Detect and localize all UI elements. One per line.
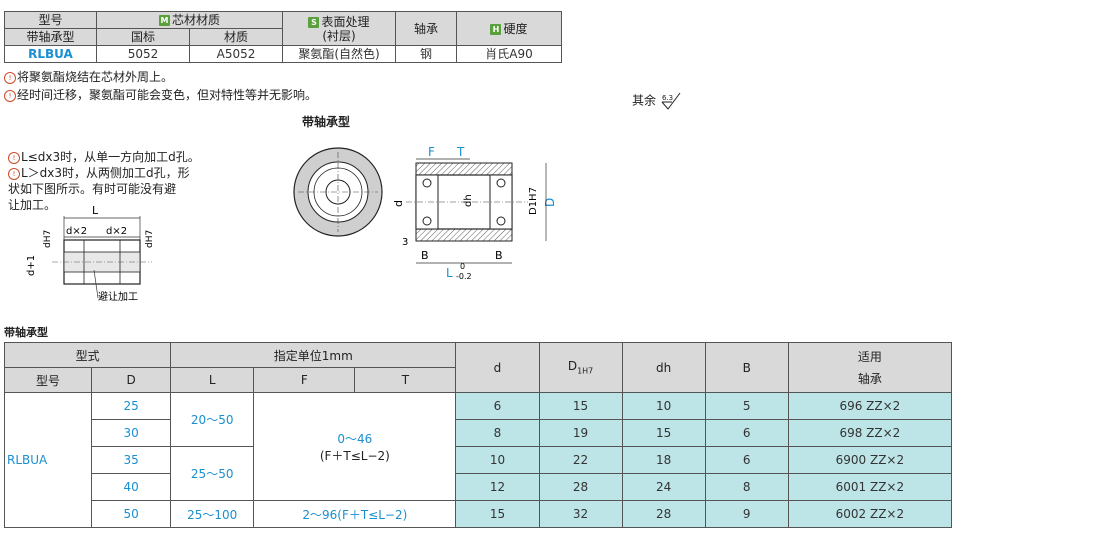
svg-text:d×2: d×2: [106, 226, 127, 237]
h-D: D: [91, 367, 172, 393]
svg-text:d+1: d+1: [26, 255, 37, 276]
table-row: 30 8 19 15 6 698 ZZ×2: [5, 419, 953, 447]
svg-text:dH7: dH7: [43, 230, 53, 248]
front-view-drawing: [293, 147, 383, 237]
table-row: 50 25～100 2～96(F＋T≤L−2) 15 32 28 9 6002 …: [5, 500, 953, 528]
ft-merge: 0～46(F＋T≤L−2): [253, 392, 457, 501]
svg-text:dH7: dH7: [145, 230, 155, 248]
mat-h-mat: 材质: [189, 28, 283, 46]
surface-tag-icon: S: [308, 16, 320, 28]
svg-text:6.3: 6.3: [662, 94, 673, 102]
section-title: 带轴承型: [4, 326, 48, 339]
h-dh: dh: [621, 342, 706, 393]
mat-mat: A5052: [189, 45, 283, 63]
svg-text:d: d: [392, 200, 405, 207]
mat-hardness: 肖氏A90: [456, 45, 562, 63]
svg-text:L: L: [446, 266, 453, 280]
h-B: B: [704, 342, 789, 393]
svg-text:0: 0: [460, 262, 465, 271]
roughness-symbol-icon: 6.3: [661, 92, 681, 110]
svg-text:D: D: [543, 198, 557, 207]
mat-h-model-sub: 带轴承型: [4, 28, 97, 46]
note-mark-icon: !: [4, 71, 16, 84]
svg-text:-0.2: -0.2: [456, 272, 472, 281]
svg-text:L: L: [92, 204, 99, 217]
h-L: L: [170, 367, 255, 393]
h-app: 适用轴承: [787, 342, 953, 393]
h-F: F: [253, 367, 356, 393]
note-mark-icon: !: [8, 167, 20, 180]
hole-notes: !L≤dx3时，从单一方向加工d孔。 !L＞dx3时，从两侧加工d孔，形 状如下…: [8, 150, 200, 212]
svg-text:避让加工: 避让加工: [98, 290, 138, 303]
note-2: !经时间迁移，聚氨酯可能会变色，但对特性等并无影响。: [4, 87, 317, 103]
mat-h-std: 国标: [96, 28, 190, 46]
svg-text:B: B: [421, 249, 429, 262]
svg-text:d×2: d×2: [66, 226, 87, 237]
mat-h-model: 型号: [4, 11, 97, 29]
svg-text:dh: dh: [463, 194, 474, 207]
svg-text:3: 3: [402, 237, 408, 248]
note-mark-icon: !: [4, 89, 16, 102]
h-type: 型式: [3, 342, 172, 368]
mat-surface: 聚氨酯(自然色): [282, 45, 396, 63]
core-tag-icon: M: [158, 15, 170, 26]
note-1: !将聚氨酯烧结在芯材外周上。: [4, 69, 173, 85]
hole-detail-drawing: L d×2 d×2 dH7 dH7 d+1 避让加工: [26, 204, 155, 303]
h-T: T: [354, 367, 457, 393]
section-view-drawing: F T d dh D1H7 D 3 B B L 0 -0.2: [392, 145, 557, 281]
h-d: d: [455, 342, 540, 393]
roughness-note: 其余 6.3: [632, 92, 686, 110]
h-D1: D1H7: [538, 342, 623, 393]
note-mark-icon: !: [8, 151, 20, 164]
svg-text:F: F: [428, 145, 435, 159]
svg-text:D1H7: D1H7: [528, 187, 539, 215]
row-model: RLBUA: [3, 392, 93, 528]
svg-text:T: T: [456, 145, 465, 159]
hardness-tag-icon: H: [490, 23, 502, 35]
drawing-title: 带轴承型: [302, 115, 351, 129]
table-row: RLBUA 25 20～50 0～46(F＋T≤L−2) 6 15 10 5 6…: [3, 392, 953, 528]
mat-h-bearing: 轴承: [395, 11, 457, 46]
h-model: 型号: [3, 367, 93, 393]
mat-std: 5052: [96, 45, 190, 63]
table-row: 35 25～50 10 22 18 6 6900 ZZ×2: [5, 446, 953, 501]
mat-bearing: 钢: [395, 45, 457, 63]
svg-text:B: B: [495, 249, 503, 262]
mat-model: RLBUA: [4, 45, 97, 63]
h-unit: 指定单位1mm: [170, 342, 457, 368]
table-row: 40 12 28 24 8 6001 ZZ×2: [5, 473, 953, 501]
spec-table: 型式 指定单位1mm d D1H7 dh B 适用轴承 型号 D L F T R…: [3, 342, 953, 528]
